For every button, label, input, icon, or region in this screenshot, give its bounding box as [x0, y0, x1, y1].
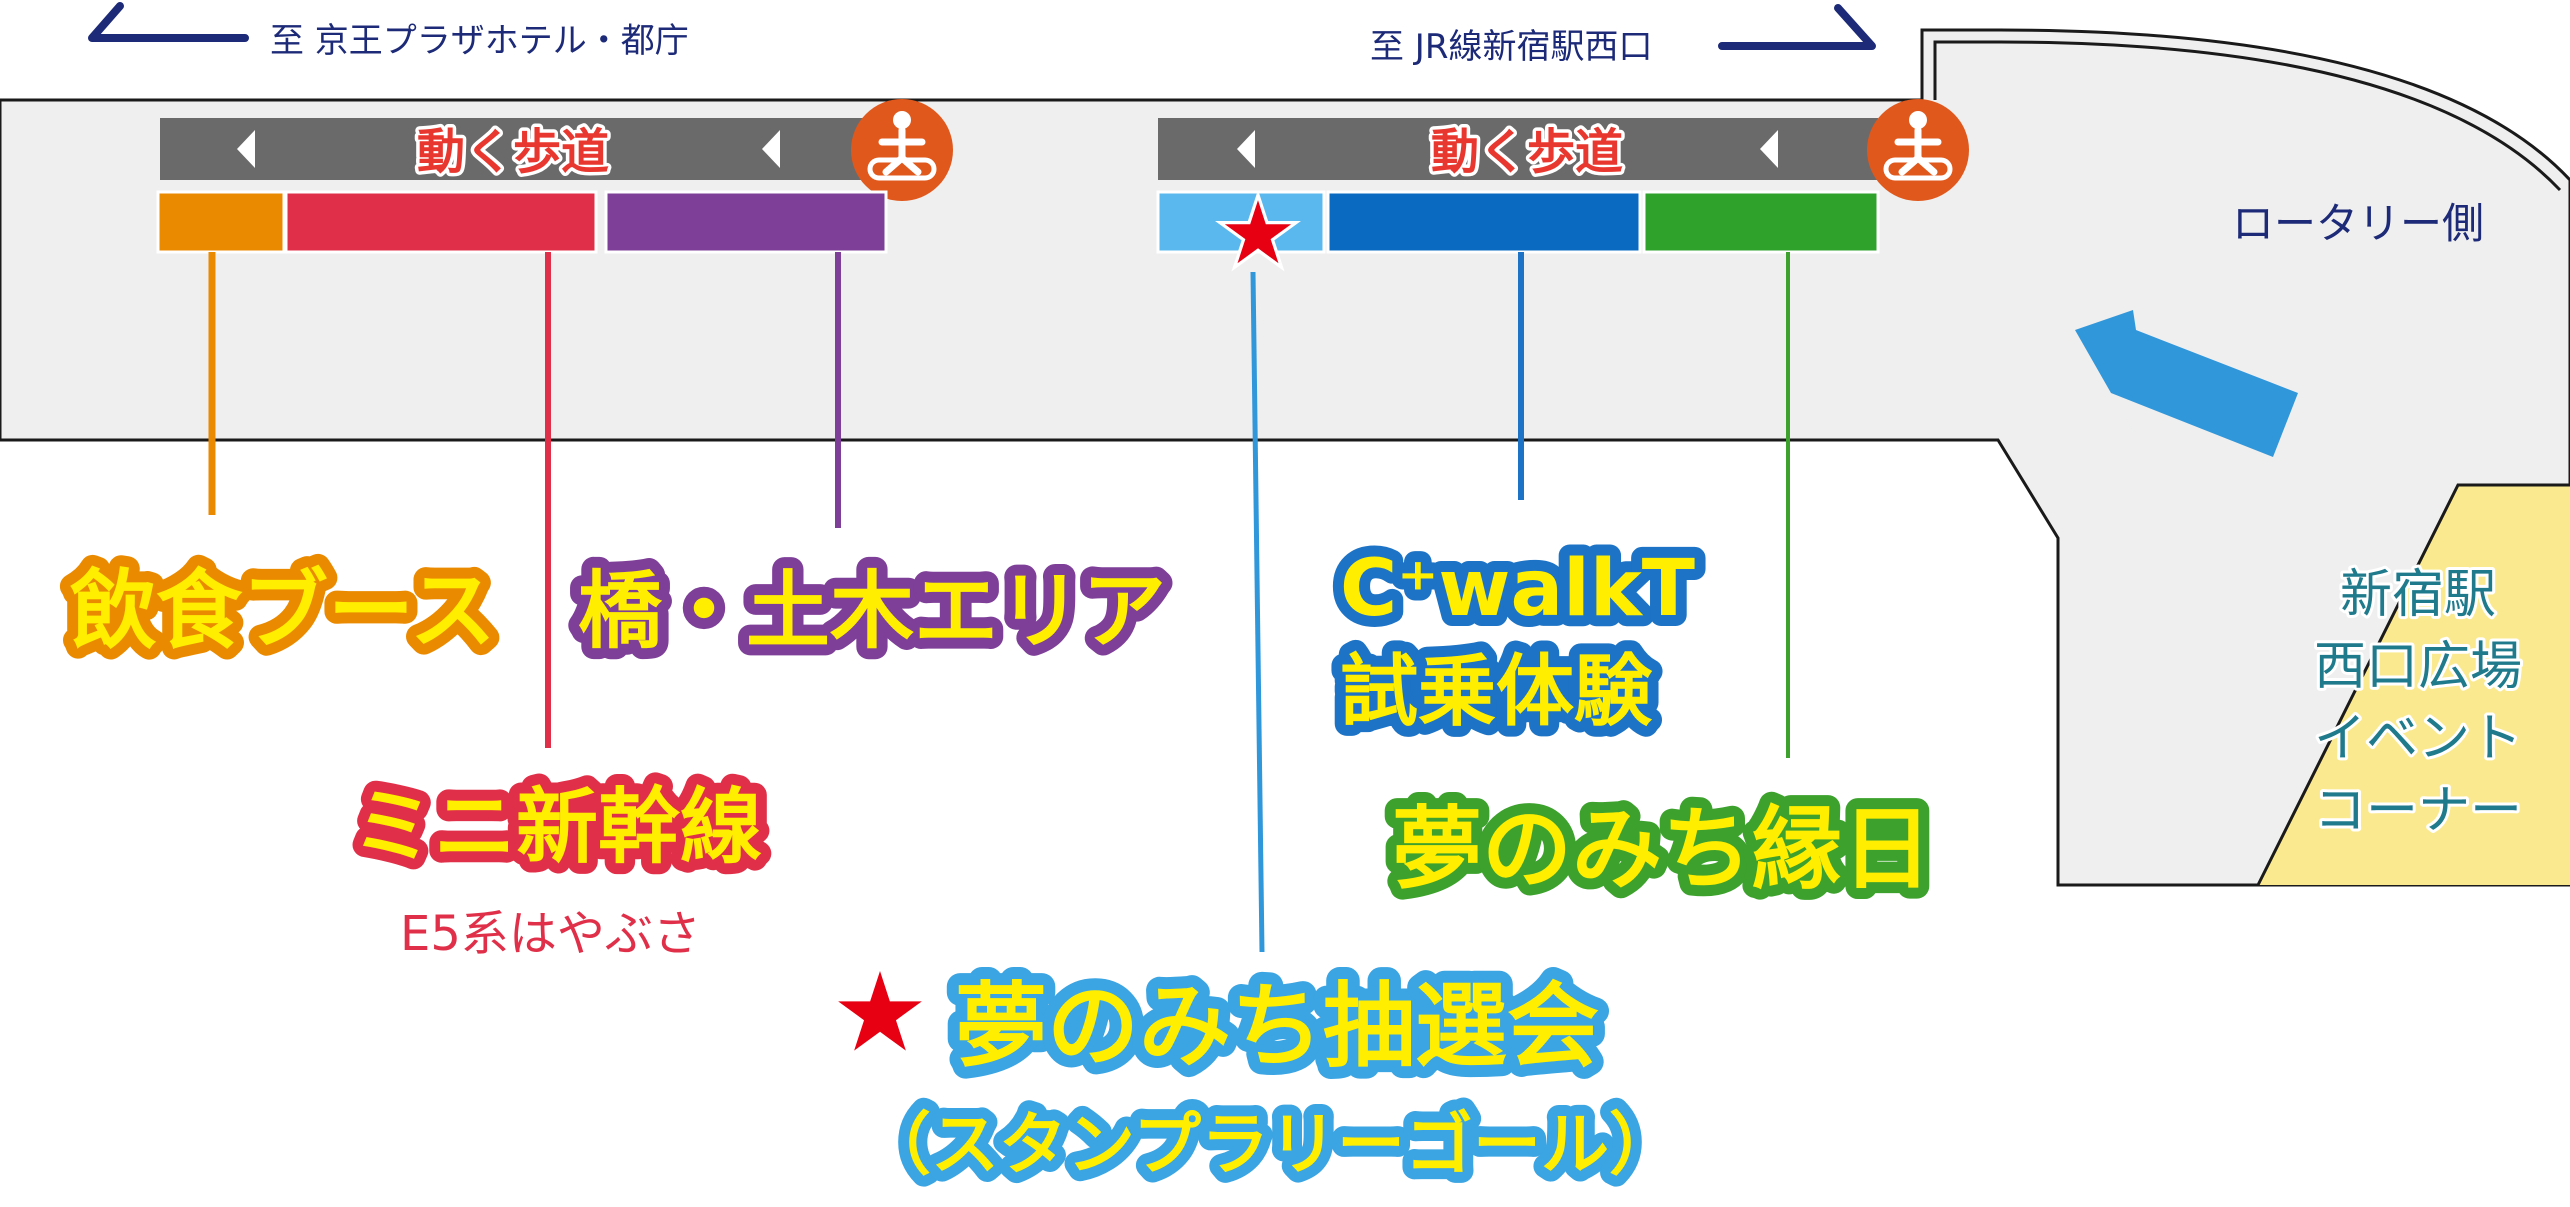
plaza-label-line: 西口広場: [2314, 637, 2522, 697]
west-direction-label: 至 京王プラザホテル・都庁: [270, 21, 689, 61]
rotary-side-label: ロータリー側: [2232, 199, 2484, 248]
shinkansen-sublabel: E5系はやぶさ: [400, 906, 701, 962]
cwalk-sublabel: 試乗体験: [1340, 647, 1653, 737]
left-arrow-icon: [88, 2, 249, 42]
walkway-bar: [1158, 118, 1878, 180]
ennichi-block: [1642, 190, 1880, 254]
walkway-arrow-icon: [762, 130, 780, 168]
lottery-sublabel: （スタンプラリーゴール）: [863, 1106, 1677, 1185]
rotary-curb-line: [1933, 40, 2562, 192]
food-booth-label: 飲食ブース: [70, 561, 496, 661]
plaza-boundary: [2256, 483, 2570, 886]
lottery-leader-line: [1250, 271, 1265, 953]
moving-walkway-icon: [1867, 99, 1969, 201]
bridge-area-block: [604, 190, 888, 254]
plaza-label-line: コーナー: [2314, 781, 2522, 841]
walkway-label: 動く歩道: [417, 124, 609, 180]
food-booth-block: [156, 190, 286, 254]
moving-walkway-west: 動く歩道: [156, 99, 953, 254]
walkway-arrow-icon: [1237, 130, 1255, 168]
bridge-area-label: 橋・土木エリア: [578, 562, 1166, 660]
shinkansen-label: ミニ新幹線: [352, 780, 762, 875]
ennichi-label: 夢のみち縁日: [1392, 797, 1932, 902]
cwalk-block: [1326, 190, 1642, 254]
right-arrow-icon: [1718, 4, 1876, 50]
east-direction-label: 至 JR線新宿駅西口: [1370, 27, 1652, 67]
star-icon: [1215, 189, 1301, 272]
walkway-label: 動く歩道: [1431, 124, 1623, 180]
walkway-arrow-icon: [1760, 130, 1778, 168]
moving-walkway-icon: [851, 99, 953, 201]
plaza-label-line: イベント: [2314, 709, 2522, 769]
west-plaza-event-corner: [2258, 485, 2570, 885]
star-icon: [838, 971, 922, 1051]
west-plaza-label: 新宿駅 西口広場 イベント コーナー: [2311, 562, 2525, 844]
shinkansen-block: [284, 190, 598, 254]
walkway-arrow-icon: [237, 130, 255, 168]
direction-arrow-icon: [2075, 310, 2298, 457]
cwalk-label: C⁺walkT: [1340, 544, 1695, 634]
lottery-label: 夢のみち抽選会: [955, 973, 1599, 1080]
plaza-label-line: 新宿駅: [2340, 565, 2496, 625]
moving-walkway-east: 動く歩道: [1156, 99, 1969, 272]
